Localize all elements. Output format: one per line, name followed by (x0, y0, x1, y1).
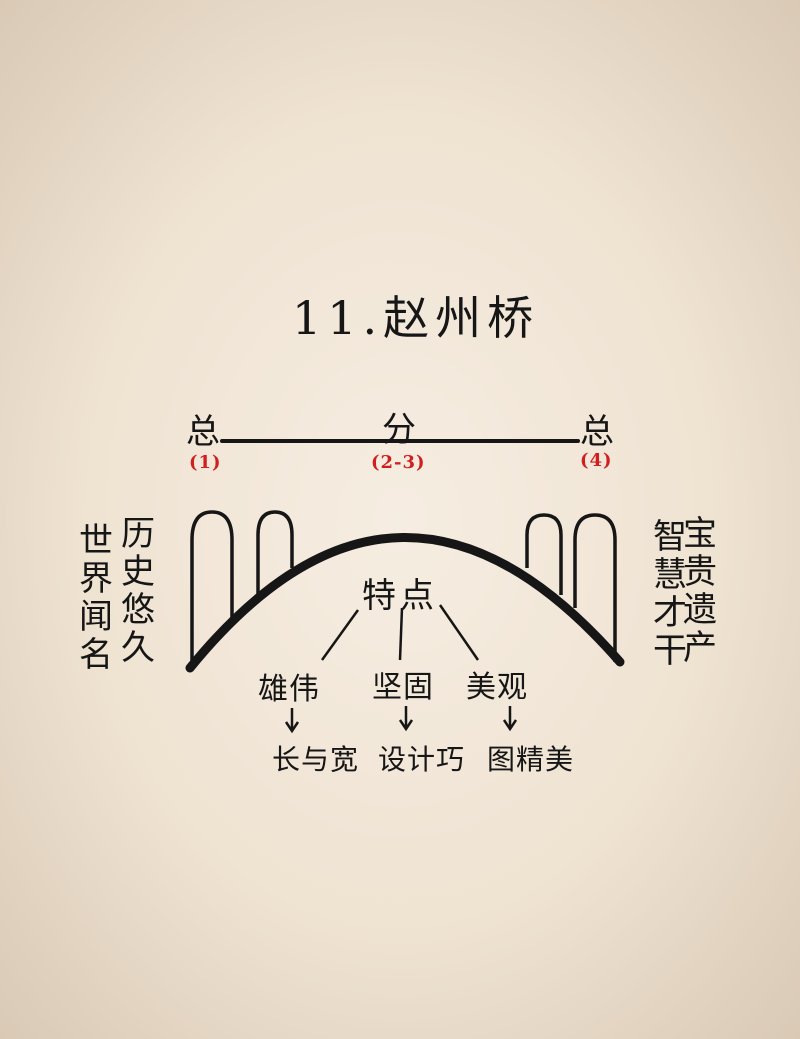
arrow-left (284, 708, 300, 734)
branch-line-left (320, 609, 360, 661)
bridge-main-arch (185, 533, 625, 673)
structure-right-label: 总 (580, 412, 614, 452)
structure-middle-label: 分 (382, 410, 416, 450)
structure-middle-num: (2-3) (371, 452, 426, 473)
center-label: 特点 (362, 576, 438, 616)
left-text-col-2: 世界闻名 (79, 521, 113, 675)
branch-label-middle: 坚固 (372, 670, 434, 705)
branch-detail-left: 长与宽 (272, 743, 360, 776)
right-text-col-2: 智慧才干 (653, 517, 687, 671)
branch-label-left: 雄伟 (258, 672, 320, 707)
structure-right-num: (4) (580, 450, 613, 471)
arrow-middle (398, 706, 414, 732)
structure-left-num: (1) (189, 452, 222, 473)
branch-detail-middle: 设计巧 (378, 743, 466, 776)
right-text-col-1: 宝贵遗产 (683, 514, 717, 668)
left-small-arch-outer (190, 510, 234, 665)
arrow-right (502, 706, 518, 732)
branch-line-right (438, 604, 480, 661)
left-text-col-1: 历史悠久 (121, 514, 155, 668)
left-small-arch-inner (256, 510, 294, 598)
page-title: 11.赵州桥 (292, 291, 540, 345)
branch-line-middle (398, 607, 404, 661)
branch-detail-right: 图精美 (487, 743, 575, 776)
right-small-arch-outer (573, 513, 617, 662)
structure-left-label: 总 (186, 412, 220, 452)
right-small-arch-inner (525, 513, 563, 595)
branch-label-right: 美观 (466, 670, 528, 705)
